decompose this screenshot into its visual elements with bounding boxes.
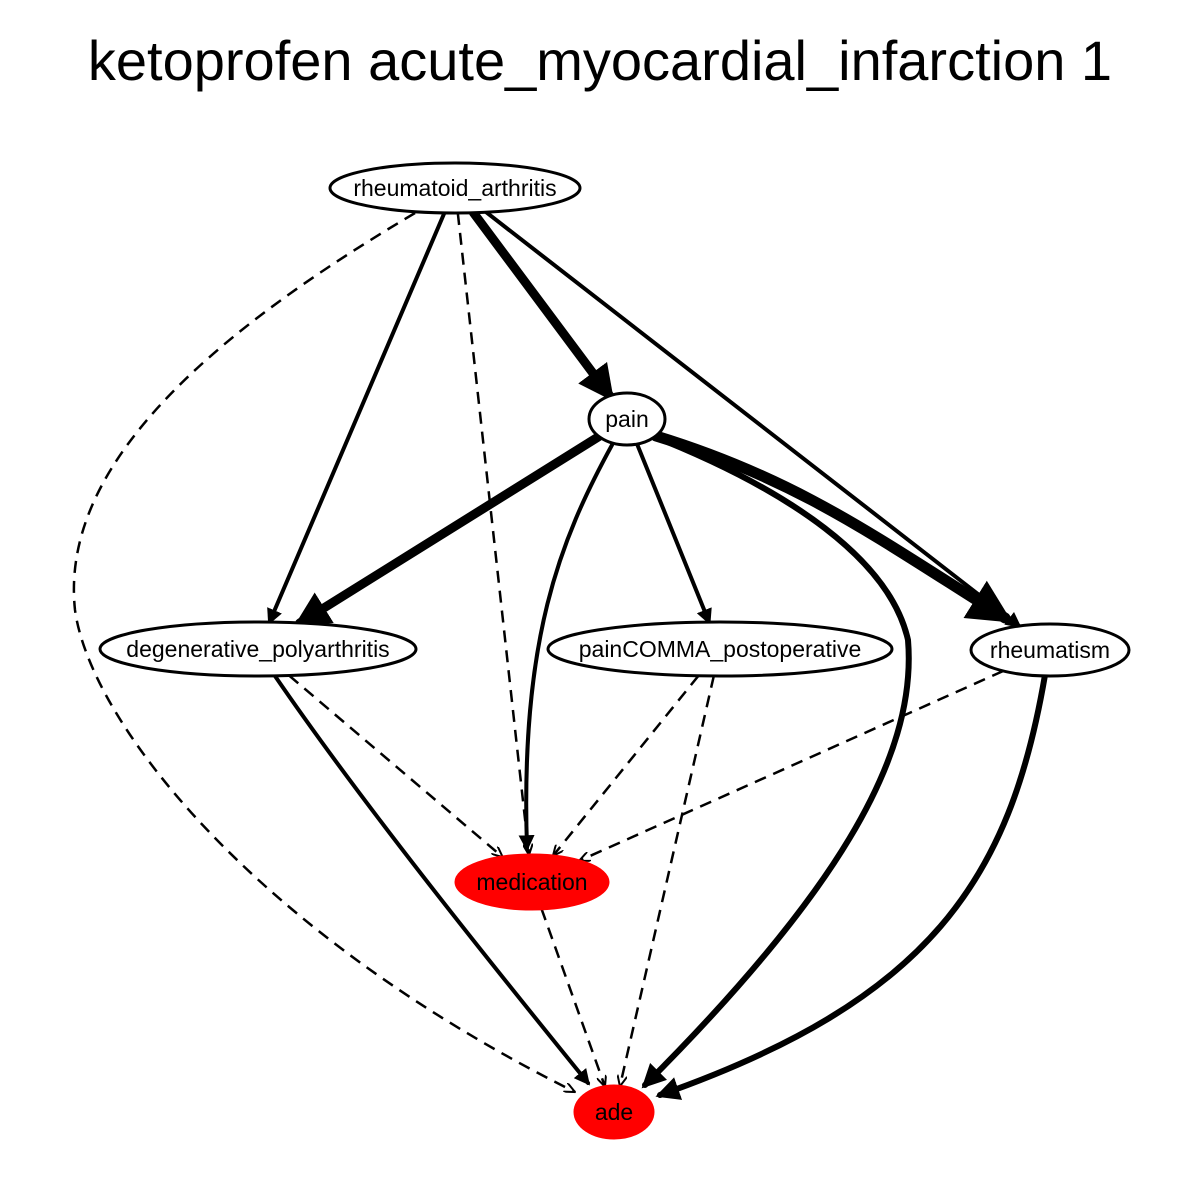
edge-pain-to-degenerative_polyarthritis bbox=[293, 432, 604, 628]
edge-painCOMMA_postoperative-to-ade bbox=[620, 675, 716, 1086]
edge-pain-to-ade bbox=[641, 432, 912, 1089]
node-rheumatism: rheumatism bbox=[969, 622, 1131, 678]
node-shape bbox=[969, 622, 1131, 678]
edge-rheumatoid_arthritis-to-medication bbox=[456, 212, 529, 855]
edge-painCOMMA_postoperative-to-medication bbox=[553, 675, 700, 856]
edge-rheumatoid_arthritis-to-pain bbox=[468, 208, 615, 402]
edge-rheumatoid_arthritis-to-rheumatism bbox=[484, 210, 1022, 629]
node-shape bbox=[573, 1084, 655, 1140]
node-pain: pain bbox=[587, 391, 667, 447]
edge-pain-to-medication bbox=[518, 443, 614, 852]
edge-medication-to-ade bbox=[540, 908, 606, 1087]
node-shape bbox=[454, 853, 610, 911]
node-ade: ade bbox=[573, 1084, 655, 1140]
node-label: degenerative_polyarthritis bbox=[126, 636, 389, 662]
edge-pain-to-rheumatism bbox=[650, 430, 1013, 624]
node-label: painCOMMA_postoperative bbox=[579, 636, 862, 662]
graph-title: ketoprofen acute_myocardial_infarction 1 bbox=[87, 29, 1113, 92]
edge-rheumatoid_arthritis-to-ade bbox=[72, 211, 575, 1094]
edge-pain-to-painCOMMA_postoperative bbox=[635, 442, 712, 626]
edge-degenerative_polyarthritis-to-ade bbox=[273, 674, 591, 1086]
edge-rheumatism-to-ade bbox=[655, 672, 1048, 1100]
node-label: rheumatism bbox=[990, 637, 1110, 663]
node-shape bbox=[546, 620, 894, 678]
edge-rheumatism-to-medication bbox=[579, 669, 1004, 862]
node-medication: medication bbox=[454, 853, 610, 911]
node-shape bbox=[328, 161, 582, 215]
edge-rheumatoid_arthritis-to-degenerative_polyarthritis bbox=[267, 210, 447, 626]
edge-degenerative_polyarthritis-to-medication bbox=[288, 674, 503, 858]
node-label: ade bbox=[595, 1099, 633, 1125]
node-shape bbox=[98, 620, 418, 678]
node-rheumatoid_arthritis: rheumatoid_arthritis bbox=[328, 161, 582, 215]
edge-layer bbox=[72, 208, 1048, 1100]
node-painCOMMA_postoperative: painCOMMA_postoperative bbox=[546, 620, 894, 678]
node-label: rheumatoid_arthritis bbox=[353, 175, 556, 201]
node-degenerative_polyarthritis: degenerative_polyarthritis bbox=[98, 620, 418, 678]
node-label: medication bbox=[476, 869, 587, 895]
node-shape bbox=[587, 391, 667, 447]
node-label: pain bbox=[605, 406, 648, 432]
